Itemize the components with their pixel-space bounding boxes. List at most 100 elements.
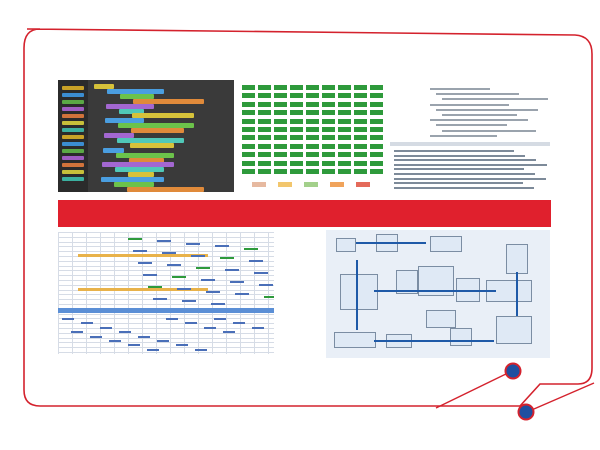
- code-block: [133, 98, 204, 104]
- grid-cell: [306, 118, 319, 124]
- grid-cell: [290, 85, 303, 90]
- grid-cell: [322, 110, 335, 116]
- grid-cell: [274, 110, 287, 116]
- flow-arrow: [516, 272, 518, 316]
- grid-cell: [370, 169, 383, 174]
- diagram-node: [396, 270, 418, 294]
- highlight-row: [78, 288, 208, 291]
- grid-cell: [274, 135, 287, 141]
- code-line: [430, 119, 528, 122]
- table-cell-text: [167, 264, 181, 267]
- grid-cell: [370, 118, 383, 124]
- palette-category: [62, 121, 84, 125]
- grid-cell: [290, 160, 303, 166]
- grid-cell: [322, 160, 335, 166]
- grid-cell: [306, 93, 319, 99]
- grid-cell: [290, 135, 303, 141]
- grid-cell: [354, 127, 367, 132]
- table-cell-text: [157, 240, 171, 243]
- grid-cell: [322, 93, 335, 99]
- code-block: [129, 157, 164, 163]
- grid-cell: [354, 101, 367, 107]
- grid-cell: [290, 169, 303, 174]
- grid-cell: [242, 93, 255, 99]
- grid-cell: [370, 110, 383, 116]
- code-line: [430, 88, 490, 90]
- palette-category: [62, 114, 84, 118]
- table-gridline: [58, 352, 274, 353]
- grid-cell: [274, 160, 287, 166]
- flow-arrow: [374, 340, 494, 342]
- grid-cell: [370, 127, 383, 132]
- table-gridline: [58, 304, 274, 305]
- grid-cell: [290, 143, 303, 149]
- grid-cell: [306, 160, 319, 166]
- code-block: [117, 137, 184, 143]
- code-line: [430, 103, 509, 106]
- table-cell-text: [147, 348, 159, 351]
- table-gridline: [114, 232, 115, 354]
- table-gridline: [268, 232, 269, 354]
- grid-cell: [258, 135, 271, 141]
- log-line: [394, 177, 546, 180]
- code-block: [118, 123, 194, 129]
- code-block: [130, 142, 174, 148]
- grid-cell: [274, 93, 287, 99]
- code-block: [105, 118, 144, 124]
- grid-cell: [338, 118, 351, 124]
- grid-cell: [338, 152, 351, 158]
- grid-cell: [322, 118, 335, 124]
- grid-cell: [274, 143, 287, 149]
- screenshot-data-table: [58, 232, 274, 354]
- table-cell-text: [233, 322, 245, 325]
- grid-cell: [290, 152, 303, 158]
- table-cell-text: [214, 318, 226, 320]
- flow-arrow: [356, 242, 426, 244]
- code-block: [103, 147, 124, 153]
- grid-cell: [274, 152, 287, 158]
- table-cell-text: [201, 278, 215, 281]
- diagram-node: [340, 274, 378, 310]
- table-cell-text: [211, 302, 225, 305]
- grid-cell: [258, 169, 271, 174]
- grid-cell: [338, 135, 351, 141]
- grid-cell: [290, 110, 303, 116]
- palette-category: [62, 107, 84, 111]
- grid-cell: [338, 127, 351, 132]
- grid-cell: [338, 101, 351, 107]
- legend-swatch: [304, 182, 318, 187]
- dot-marker-icon: [517, 403, 535, 421]
- code-block: [106, 103, 154, 109]
- grid-cell: [338, 110, 351, 116]
- palette-category: [62, 128, 84, 132]
- grid-cell: [258, 152, 271, 158]
- palette-category: [62, 142, 84, 146]
- grid-cell: [338, 160, 351, 166]
- table-gridline: [58, 232, 59, 354]
- screenshot-flow-diagram: NG: [326, 230, 550, 358]
- grid-cell: [290, 127, 303, 132]
- table-cell-text: [81, 322, 93, 325]
- code-block: [107, 88, 164, 94]
- grid-cell: [258, 85, 271, 90]
- table-gridline: [58, 332, 274, 334]
- table-cell-text: [204, 326, 216, 329]
- code-line: [430, 134, 497, 137]
- grid-cell: [354, 143, 367, 149]
- table-gridline: [128, 232, 129, 354]
- table-cell-text: [259, 283, 273, 286]
- table-cell-text: [191, 254, 205, 257]
- table-gridline: [226, 232, 227, 354]
- diagram-node: [426, 310, 456, 328]
- table-cell-text: [223, 331, 235, 334]
- diagram-node: [506, 244, 528, 274]
- grid-cell: [242, 101, 255, 107]
- grid-cell: [258, 143, 271, 149]
- table-cell-text: [254, 271, 268, 274]
- table-gridline: [100, 232, 101, 354]
- grid-cell: [258, 110, 271, 116]
- legend-swatch: [356, 182, 370, 187]
- palette-category: [62, 163, 84, 167]
- table-gridline: [58, 342, 274, 344]
- table-cell-text: [128, 238, 142, 240]
